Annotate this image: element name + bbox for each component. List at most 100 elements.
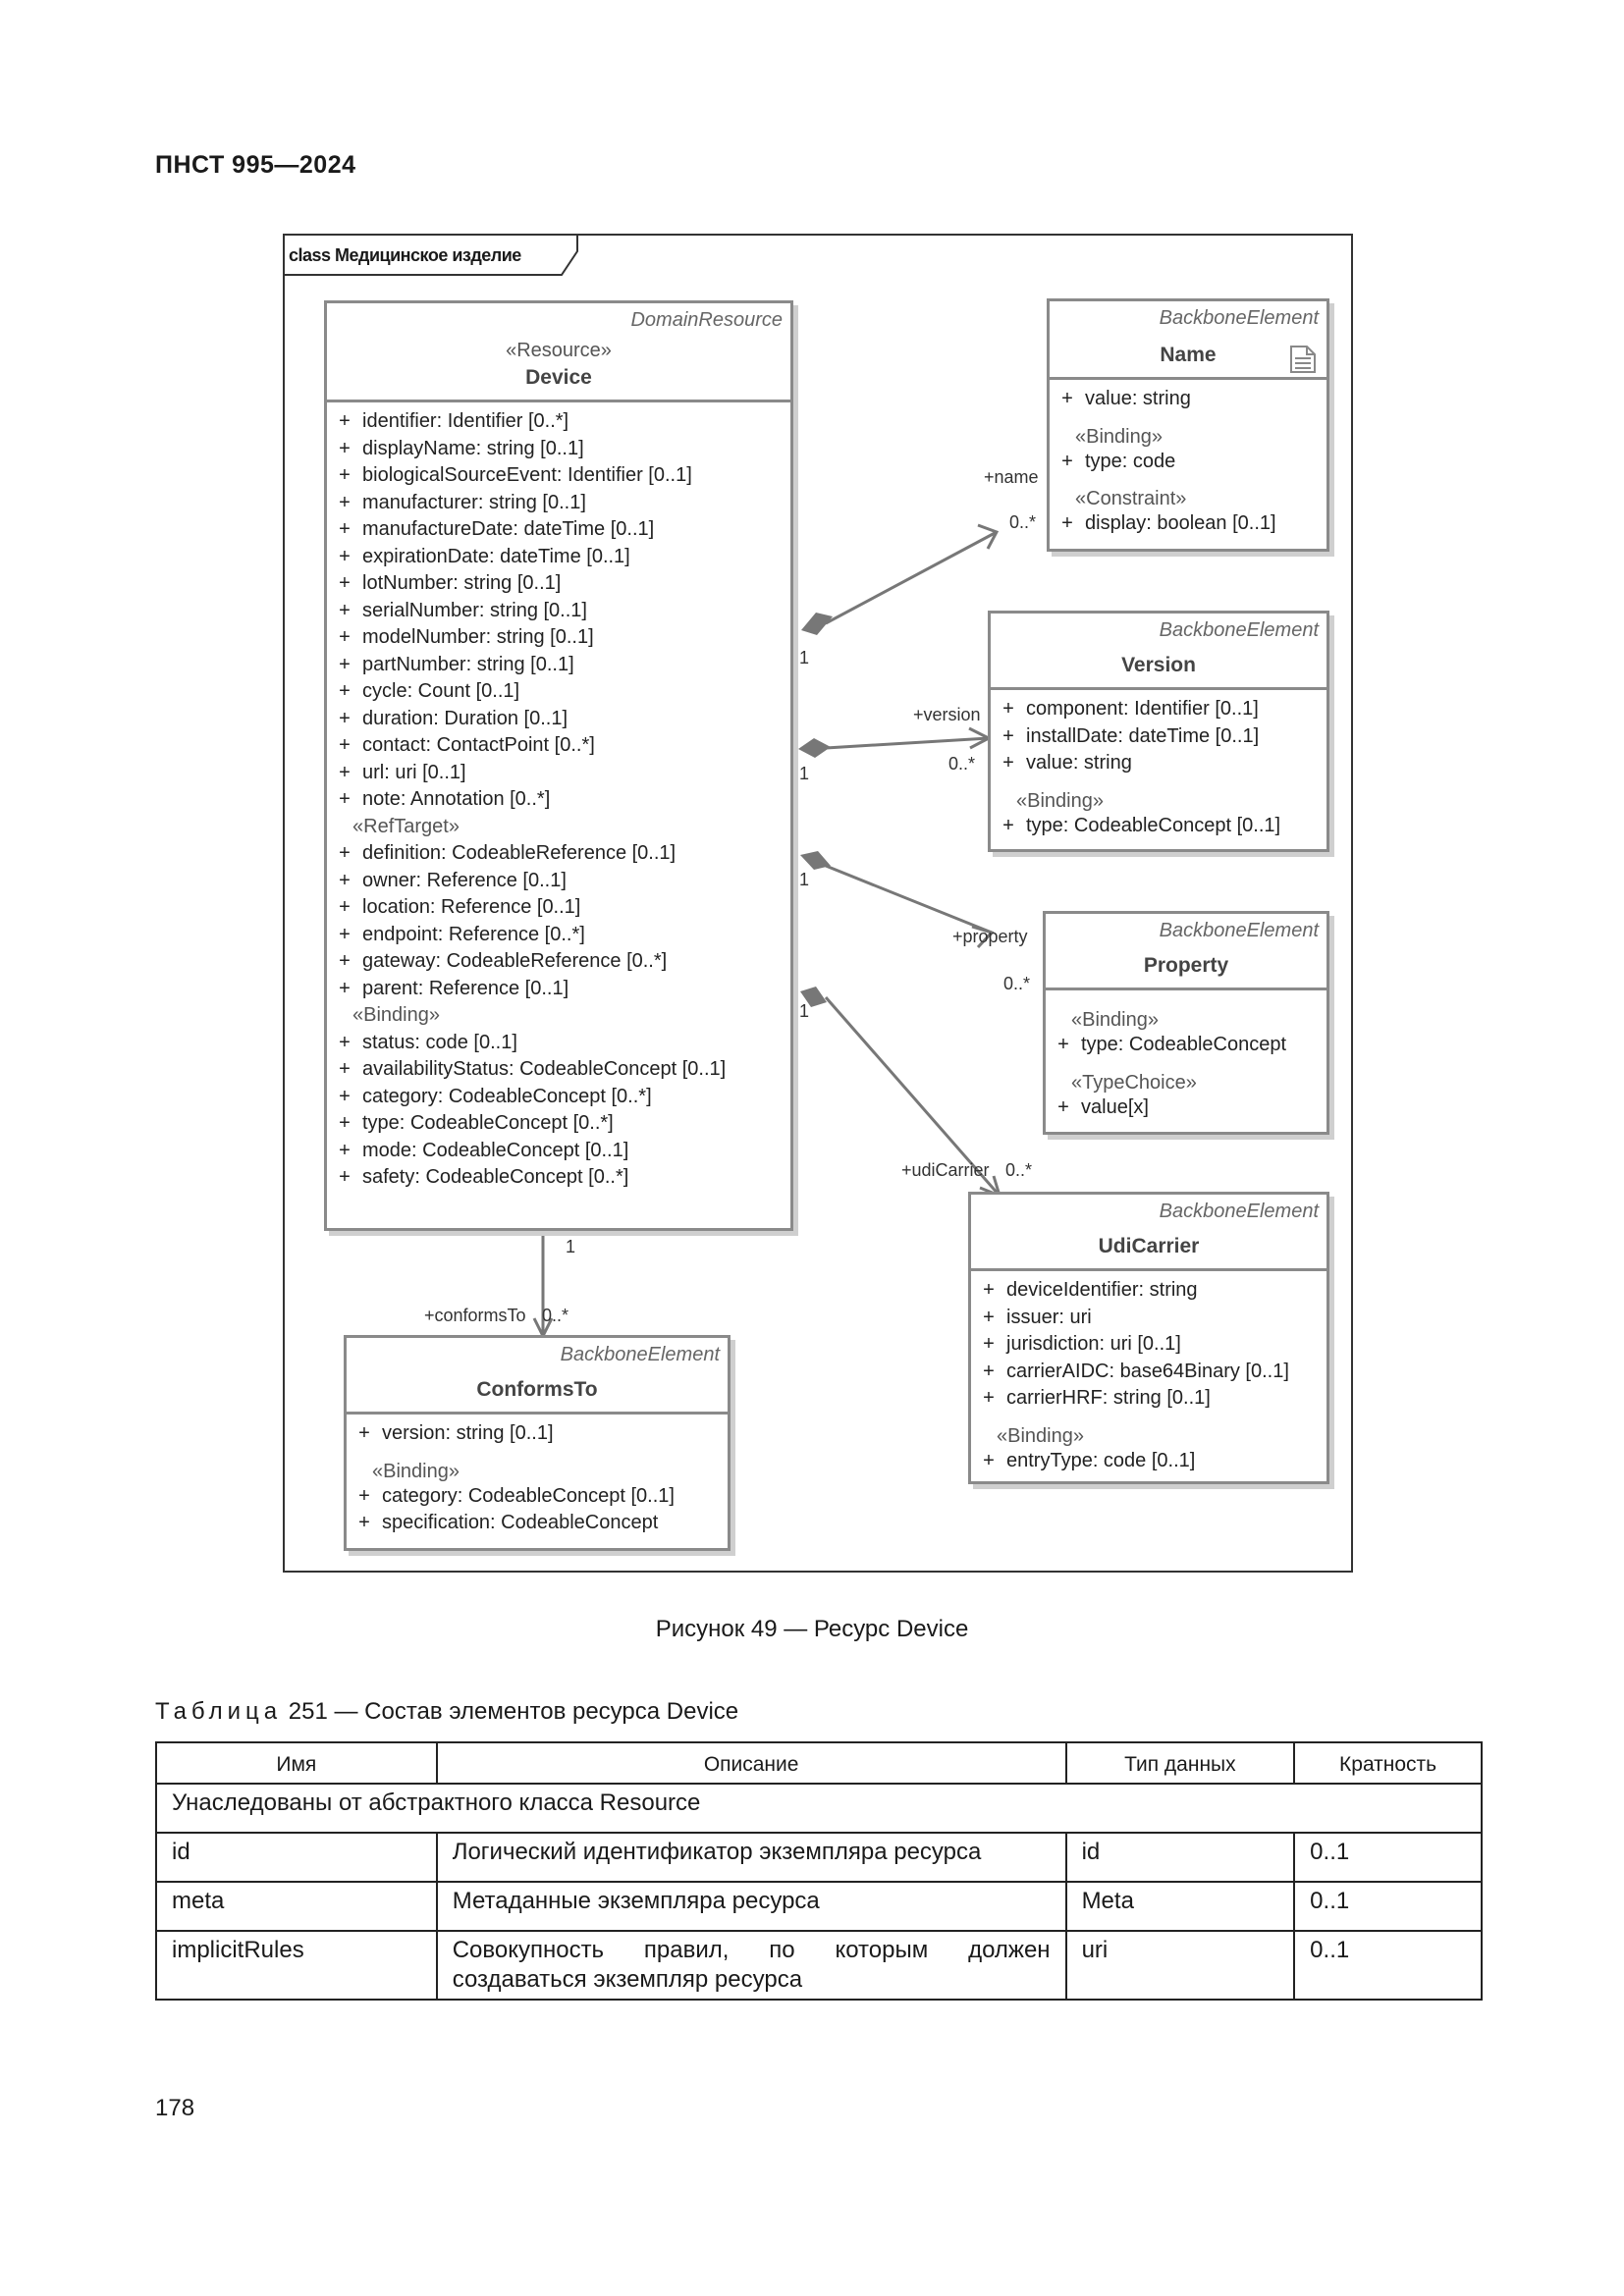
- attribute-row: +specification: CodeableConcept: [358, 1512, 659, 1534]
- cell-datatype: id: [1064, 1832, 1296, 1883]
- table-header-row: Имя Описание Тип данных Кратность: [155, 1741, 1483, 1785]
- column-header: Кратность: [1293, 1741, 1483, 1785]
- attribute-row: +manufactureDate: dateTime [0..1]: [339, 518, 655, 541]
- arrow-name: [977, 523, 1000, 550]
- cell-description: Совокупность правил, по которым должен с…: [435, 1930, 1067, 2001]
- table-title: Таблица 251 — Состав элементов ресурса D…: [155, 1698, 739, 1725]
- cell-name: id: [155, 1832, 438, 1883]
- device-class-name: Device: [525, 366, 592, 389]
- name-class-name: Name: [1160, 344, 1217, 366]
- cell-name: implicitRules: [155, 1930, 438, 2001]
- role-label-property: +property: [952, 927, 1028, 946]
- link-version: [825, 736, 990, 750]
- attribute-row: +value: string: [1002, 752, 1132, 774]
- attribute-row: +definition: CodeableReference [0..1]: [339, 842, 677, 865]
- source-multiplicity-name: 1: [799, 648, 810, 667]
- cell-datatype: uri: [1064, 1930, 1296, 2001]
- attribute-row: +carrierHRF: string [0..1]: [983, 1387, 1211, 1410]
- source-multiplicity-version: 1: [799, 764, 810, 783]
- attribute-row: +deviceIdentifier: string: [983, 1279, 1198, 1302]
- table-row: implicitRules Совокупность правил, по ко…: [155, 1930, 1483, 2001]
- attribute-row: +location: Reference [0..1]: [339, 896, 581, 919]
- attribute-row: +partNumber: string [0..1]: [339, 653, 574, 675]
- binding-stereotype: «Binding»: [1071, 1009, 1159, 1031]
- attribute-row: +issuer: uri: [983, 1306, 1092, 1328]
- role-label-conformsto: +conformsTo: [424, 1306, 526, 1325]
- uml-class-diagram: class Медицинское изделие: [283, 234, 1353, 1573]
- multiplicity-label-name: 0..*: [1009, 512, 1037, 532]
- attribute-row: +availabilityStatus: CodeableConcept [0.…: [339, 1058, 727, 1081]
- version-class: BackboneElement Version +component: Iden…: [988, 611, 1329, 852]
- link-property: [825, 864, 993, 934]
- version-stereotype-top: BackboneElement: [1159, 619, 1319, 641]
- page-number: 178: [155, 2095, 195, 2121]
- attribute-row: +installDate: dateTime [0..1]: [1002, 724, 1260, 747]
- name-class: BackboneElement Name +value: string «Bin…: [1047, 298, 1329, 552]
- column-header: Имя: [155, 1741, 438, 1785]
- diamond-version: [798, 738, 831, 758]
- attribute-row: +type: CodeableConcept [0..*]: [339, 1112, 614, 1135]
- attribute-row: +owner: Reference [0..1]: [339, 869, 567, 891]
- attribute-row: +status: code [0..1]: [339, 1031, 517, 1053]
- attribute-row: +duration: Duration [0..1]: [339, 707, 568, 729]
- attribute-row: +category: CodeableConcept [0..*]: [339, 1085, 652, 1107]
- property-class-name: Property: [1143, 954, 1229, 977]
- device-attributes: +identifier: Identifier [0..*]+displayNa…: [327, 402, 790, 1196]
- property-stereotype-top: BackboneElement: [1159, 920, 1319, 941]
- name-stereotype-top: BackboneElement: [1159, 307, 1319, 329]
- link-udi: [824, 996, 1001, 1197]
- conformsto-class-name: ConformsTo: [476, 1378, 598, 1401]
- attribute-row: +version: string [0..1]: [358, 1422, 554, 1445]
- attribute-row: +safety: CodeableConcept [0..*]: [339, 1166, 629, 1189]
- figure-caption: Рисунок 49 — Ресурс Device: [655, 1616, 969, 1642]
- attribute-row: +serialNumber: string [0..1]: [339, 599, 587, 621]
- attribute-row: +note: Annotation [0..*]: [339, 788, 551, 811]
- property-class: BackboneElement Property «Binding» +type…: [1043, 911, 1329, 1135]
- attribute-row: +url: uri [0..1]: [339, 761, 466, 783]
- device-stereotype: «Resource»: [506, 340, 612, 361]
- multiplicity-label-property: 0..*: [1003, 974, 1031, 993]
- frame-tab-outline: [285, 236, 578, 276]
- attribute-row: +display: boolean [0..1]: [1061, 512, 1276, 535]
- source-multiplicity-conformsto: 1: [566, 1237, 576, 1256]
- attribute-row: +gateway: CodeableReference [0..*]: [339, 950, 668, 973]
- table-section-row: Унаследованы от абстрактного класса Reso…: [155, 1783, 1483, 1834]
- udicarrier-stereotype-top: BackboneElement: [1159, 1201, 1319, 1222]
- multiplicity-label-conformsto: 0..*: [542, 1306, 569, 1325]
- cell-cardinality: 0..1: [1293, 1930, 1483, 2001]
- attribute-row: +manufacturer: string [0..1]: [339, 491, 586, 513]
- conformsto-stereotype-top: BackboneElement: [560, 1344, 720, 1365]
- attribute-row: +modelNumber: string [0..1]: [339, 626, 594, 649]
- device-class: DomainResource «Resource» Device +identi…: [324, 300, 793, 1231]
- note-icon: [1290, 346, 1316, 373]
- cell-name: meta: [155, 1881, 438, 1932]
- role-label-version: +version: [913, 705, 981, 724]
- typechoice-stereotype: «TypeChoice»: [1071, 1071, 1197, 1094]
- reftarget-stereotype: «RefTarget»: [352, 815, 460, 837]
- diamond-udi: [800, 987, 827, 1007]
- attribute-row: +carrierAIDC: base64Binary [0..1]: [983, 1360, 1289, 1382]
- frame-label: class Медицинское изделие: [289, 245, 521, 265]
- table-row: meta Метаданные экземпляра ресурса Meta …: [155, 1881, 1483, 1932]
- attribute-row: +value: string: [1061, 388, 1191, 410]
- attribute-row: +displayName: string [0..1]: [339, 437, 584, 459]
- attribute-row: +expirationDate: dateTime [0..1]: [339, 545, 630, 567]
- udicarrier-class-name: UdiCarrier: [1098, 1235, 1200, 1257]
- column-header: Тип данных: [1064, 1741, 1296, 1785]
- attribute-row: +endpoint: Reference [0..*]: [339, 923, 585, 945]
- binding-stereotype: «Binding»: [372, 1460, 460, 1482]
- arrow-property: [971, 925, 995, 949]
- conformsto-class: BackboneElement ConformsTo +version: str…: [344, 1335, 731, 1551]
- diamond-property: [800, 851, 831, 870]
- diamond-name: [801, 613, 833, 635]
- cell-description: Логический идентификатор экземпляра ресу…: [435, 1832, 1067, 1883]
- cell-datatype: Meta: [1064, 1881, 1296, 1932]
- table-row: id Логический идентификатор экземпляра р…: [155, 1832, 1483, 1883]
- source-multiplicity-property: 1: [799, 870, 810, 889]
- document-code: ПНСТ 995—2024: [155, 151, 356, 179]
- link-name: [825, 530, 998, 625]
- constraint-stereotype: «Constraint»: [1075, 488, 1187, 509]
- version-class-name: Version: [1121, 654, 1196, 676]
- attribute-row: +cycle: Count [0..1]: [339, 680, 520, 703]
- elements-table: Имя Описание Тип данных Кратность Унасле…: [155, 1741, 1483, 2001]
